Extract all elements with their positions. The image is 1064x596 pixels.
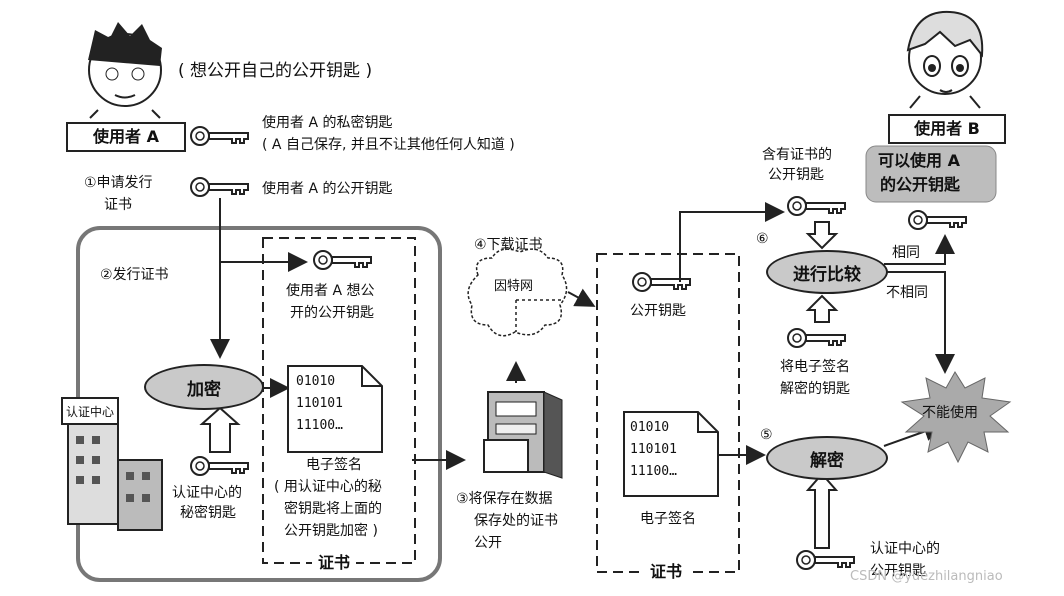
cert1-document-icon bbox=[287, 365, 383, 453]
user-a-avatar bbox=[88, 22, 162, 119]
private-key-note: ( A 自己保存, 并且不让其他任何人知道 ) bbox=[262, 137, 515, 153]
decrypt-key-label-2: 解密的钥匙 bbox=[780, 381, 850, 397]
cert1-signature-desc-2: 密钥匙将上面的 bbox=[284, 501, 382, 517]
ca-public-key-icon bbox=[796, 550, 855, 570]
cert2-doc-line: 01010 bbox=[630, 420, 670, 435]
step2-label: ②发行证书 bbox=[100, 267, 169, 283]
ca-key-up-arrow bbox=[199, 406, 241, 453]
compare-up-arrow bbox=[805, 294, 839, 323]
cert-key-label: 含有证书的 bbox=[762, 147, 832, 163]
ca-sign: 认证中心 bbox=[66, 405, 115, 419]
user-a-public-key-icon bbox=[190, 177, 249, 197]
subtitle: ( 想公开自己的公开钥匙 ) bbox=[178, 61, 373, 81]
step1-label-2: 证书 bbox=[104, 197, 132, 213]
cannot-use-label: 不能使用 bbox=[922, 405, 978, 421]
user-a-private-key-icon bbox=[190, 126, 249, 146]
step5-label: ⑤ bbox=[760, 427, 773, 443]
cert1-signature-title: 电子签名 bbox=[306, 457, 362, 473]
private-key-label: 使用者 A 的私密钥匙 bbox=[262, 115, 393, 131]
ca-key-label-2: 秘密钥匙 bbox=[180, 505, 236, 521]
cert1-public-key-icon bbox=[313, 250, 372, 270]
step4-label: ④下载证书 bbox=[474, 237, 543, 253]
cert1-doc-line: 110101 bbox=[296, 396, 343, 411]
can-use-label-2: 的公开钥匙 bbox=[880, 175, 961, 194]
step1-label: ①申请发行 bbox=[84, 175, 153, 191]
same-label: 相同 bbox=[892, 245, 920, 261]
watermark: CSDN @yuezhilangniao bbox=[850, 569, 1003, 584]
user-b-key-icon bbox=[908, 210, 967, 230]
decrypt-node: 解密 bbox=[766, 436, 888, 480]
ca-building-icon bbox=[61, 397, 163, 531]
step3-label-2: 保存处的证书 bbox=[474, 513, 558, 529]
cert2-public-key-icon bbox=[632, 272, 691, 292]
encrypt-node: 加密 bbox=[144, 364, 264, 410]
cert-public-key-icon bbox=[787, 196, 846, 216]
cert2-signature-label: 电子签名 bbox=[640, 511, 696, 527]
cert1-pubkey-label: 使用者 A 想公 bbox=[286, 283, 375, 299]
ca-public-key-label: 认证中心的 bbox=[870, 541, 940, 557]
user-b-label: 使用者 B bbox=[888, 114, 1006, 144]
ca-key-label: 认证中心的 bbox=[172, 485, 242, 501]
cert1-signature-desc-3: 公开钥匙加密 ) bbox=[284, 523, 378, 539]
cert2-label: 证书 bbox=[644, 563, 689, 581]
user-b-avatar bbox=[906, 10, 984, 109]
internet-label: 因特网 bbox=[494, 279, 534, 294]
cannot-use-burst bbox=[900, 371, 1012, 464]
database-server-icon bbox=[483, 391, 563, 479]
cert1-pubkey-label-2: 开的公开钥匙 bbox=[290, 305, 374, 321]
step3-label: ③将保存在数据 bbox=[456, 491, 553, 507]
cert1-doc-line: 11100… bbox=[296, 418, 343, 433]
cert1-signature-desc: ( 用认证中心的秘 bbox=[274, 479, 382, 495]
cert2-doc-line: 11100… bbox=[630, 464, 677, 479]
decrypt-key-icon bbox=[787, 328, 846, 348]
can-use-box bbox=[865, 145, 997, 203]
cert2-doc-line: 110101 bbox=[630, 442, 677, 457]
ca-public-key-label-2: 公开钥匙 bbox=[870, 563, 926, 579]
public-key-label: 使用者 A 的公开钥匙 bbox=[262, 181, 393, 197]
can-use-label: 可以使用 A bbox=[878, 151, 960, 170]
cert-key-label-2: 公开钥匙 bbox=[768, 167, 824, 183]
compare-node: 进行比较 bbox=[766, 250, 888, 294]
ca-secret-key-icon bbox=[190, 456, 249, 476]
step3-label-3: 公开 bbox=[474, 535, 502, 551]
step6-label: ⑥ bbox=[756, 231, 769, 247]
cert2-pubkey-label: 公开钥匙 bbox=[630, 303, 686, 319]
cert2-document-icon bbox=[623, 411, 719, 497]
cert1-label: 证书 bbox=[312, 554, 357, 572]
compare-down-arrow bbox=[805, 221, 839, 250]
decrypt-key-label: 将电子签名 bbox=[780, 359, 850, 375]
user-a-label: 使用者 A bbox=[66, 122, 186, 152]
not-same-label: 不相同 bbox=[886, 285, 928, 301]
cert1-doc-line: 01010 bbox=[296, 374, 336, 389]
decrypt-up-arrow bbox=[805, 472, 839, 549]
internet-cloud bbox=[467, 248, 568, 337]
